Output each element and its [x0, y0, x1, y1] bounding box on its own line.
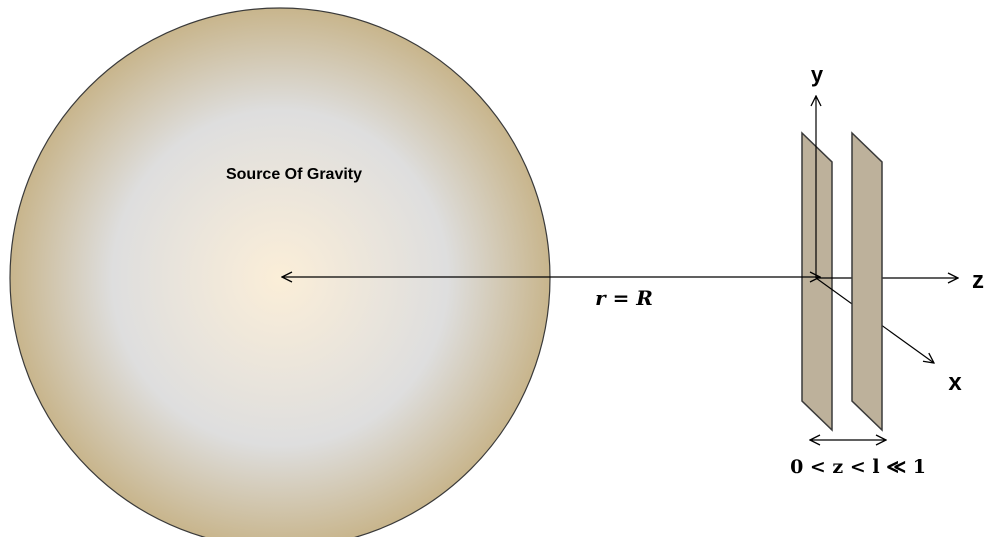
plate-left [801, 131, 833, 432]
x-axis-label: x [948, 369, 962, 396]
plate-separation-label: 0 < z < l ≪ 1 [790, 456, 926, 478]
y-axis-label: y [811, 62, 824, 87]
gravity-source-sphere [9, 7, 551, 537]
z-axis-label: z [972, 267, 984, 294]
distance-label: r = R [595, 286, 653, 310]
plate-right [851, 131, 883, 432]
sphere-label: Source Of Gravity [226, 166, 362, 183]
